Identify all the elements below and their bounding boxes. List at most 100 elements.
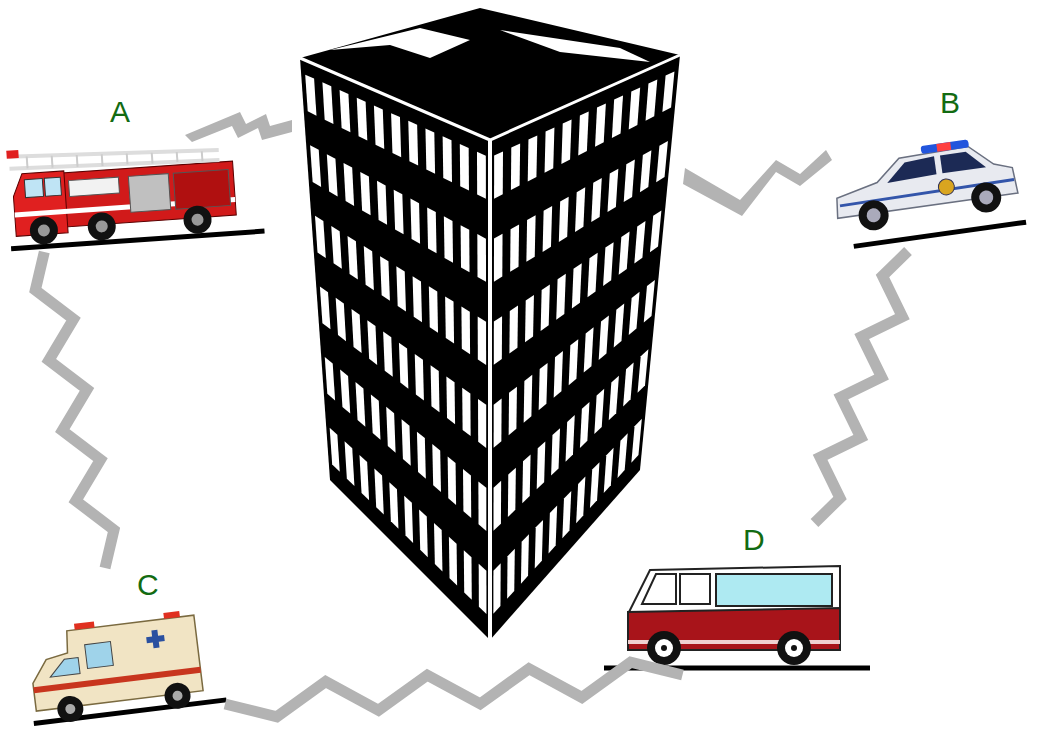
building-window [431,365,440,412]
building-window [432,444,441,492]
building-window [449,537,457,586]
building-window [587,253,597,298]
building-window [404,496,413,543]
building-window [477,152,486,199]
building-window [443,136,452,182]
building-window [402,419,411,466]
building-window [429,286,438,333]
building-window [477,234,486,282]
building-window [640,150,651,192]
building-window [427,207,436,253]
building-window [521,534,529,583]
building-window [413,276,422,322]
building-window [629,87,640,129]
building-window [603,242,614,286]
vehicle-node: D [600,523,875,675]
building-window [336,298,346,341]
building-window [352,309,362,353]
building-window [543,206,553,252]
building-window [619,232,630,275]
police-car [829,133,1026,248]
building-window [478,317,486,365]
building-window [591,178,602,222]
building-window [410,199,420,244]
building-window [644,280,655,323]
fire-truck [4,133,264,248]
vehicle-label: A [110,95,130,129]
building-window [595,103,606,146]
building-window [614,304,625,348]
building-window [340,370,350,414]
building-window [419,509,428,557]
van [604,566,870,668]
building-window [371,394,381,439]
building-window [461,225,470,272]
building-window [344,163,355,206]
building-window [386,407,395,453]
building-window [315,216,326,258]
building-window [525,295,534,342]
building-window [330,428,340,472]
building-window [494,151,503,198]
building-window [425,129,435,174]
building-window [556,274,566,320]
building-window [623,363,634,407]
ambulance [22,607,226,727]
building-window [399,343,408,389]
building-window [535,520,543,569]
building-window [493,563,500,614]
building-window [340,90,351,132]
building-window [541,284,550,331]
vehicle-label: C [137,568,159,602]
building-window [572,263,582,308]
building-window [551,428,560,475]
building-window [320,286,331,329]
building-window [510,225,519,272]
building-window [576,477,585,524]
building-window [444,216,453,263]
building-window [631,419,642,463]
building-window [656,141,668,182]
building-window [578,111,588,155]
building-window [638,349,649,392]
building-window [434,523,442,571]
building-window [594,389,604,434]
vehicle-label: B [940,86,960,120]
building-window [624,160,635,203]
building-window [634,221,645,264]
building-window [539,363,548,410]
building-window [494,234,503,282]
radio-link [35,252,114,568]
building-window [310,145,321,187]
building-window [618,433,628,478]
building-window [604,448,614,493]
building-window [391,113,401,157]
building-window [348,236,358,279]
building-window [417,432,426,479]
building-window [478,481,486,531]
building-window [526,215,535,262]
building-window [460,144,469,191]
building-window [448,457,456,505]
building-window [396,266,406,311]
building-window [367,320,377,365]
building-window [528,135,538,181]
vehicle-label: D [743,523,765,557]
building-window [374,469,383,515]
building-window [464,550,472,600]
building-window [446,376,455,424]
building-window [394,190,404,235]
building-window [478,399,486,448]
building-window [566,415,575,462]
building-window [559,197,569,242]
building-window [322,82,333,124]
building-window [494,316,502,365]
building-window [580,402,590,448]
building-window [629,292,640,335]
building-window [345,441,355,486]
building-window [359,455,369,500]
building-window [508,468,516,517]
